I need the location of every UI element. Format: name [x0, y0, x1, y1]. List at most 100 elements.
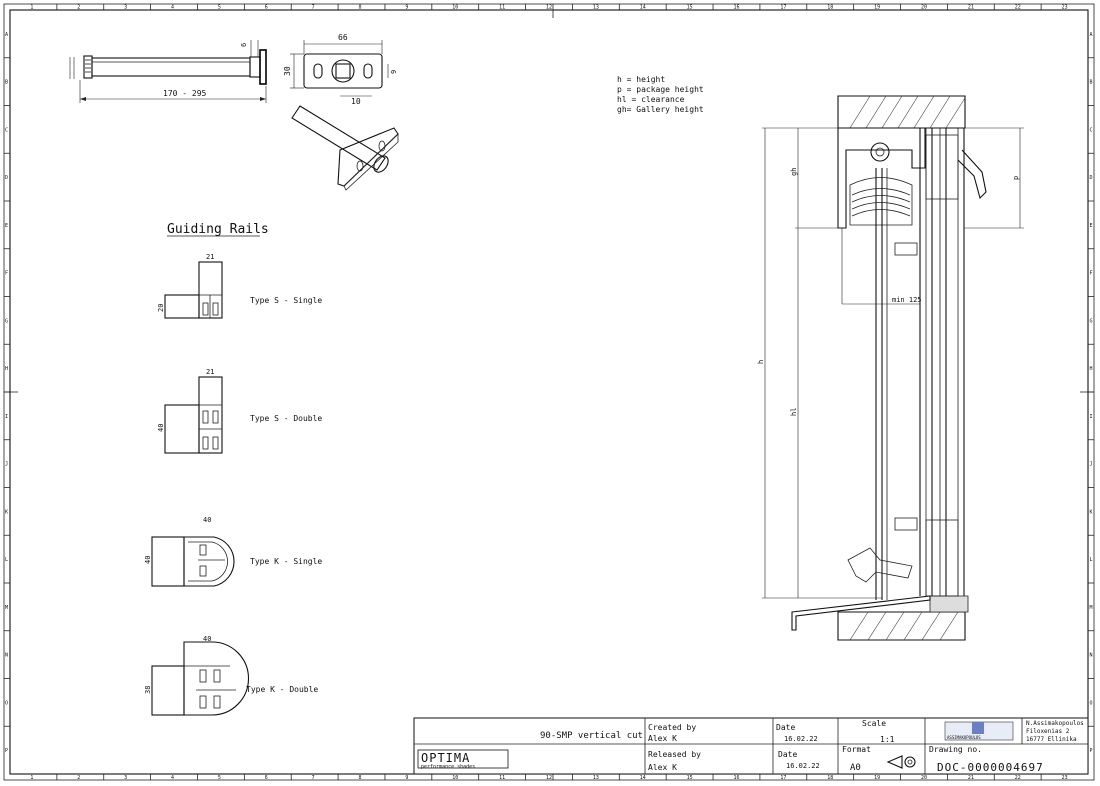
- row-marker-N: N: [5, 653, 8, 659]
- row-marker-L: L: [1090, 557, 1093, 563]
- row-marker-M: M: [5, 605, 8, 611]
- plate-dim-66: 66: [338, 33, 348, 42]
- column-marker-15: 15: [687, 5, 693, 11]
- row-marker-I: I: [1090, 414, 1093, 420]
- rail-s-single-w: 21: [206, 253, 214, 261]
- column-marker-14: 14: [640, 5, 646, 11]
- rail-s-double-w: 21: [206, 368, 214, 376]
- section-dim-min: min 125: [892, 296, 922, 304]
- column-marker-8: 8: [359, 775, 362, 781]
- company-line-3: 16777 Ellinika: [1026, 736, 1077, 743]
- column-marker-23: 23: [1062, 775, 1068, 781]
- column-marker-19: 19: [874, 5, 880, 11]
- column-marker-17: 17: [780, 775, 786, 781]
- bracket-isometric: [291, 105, 399, 191]
- row-marker-C: C: [5, 127, 8, 133]
- column-marker-18: 18: [827, 5, 833, 11]
- bracket-length-dim: 170 - 295: [163, 89, 207, 98]
- row-marker-M: M: [1090, 605, 1093, 611]
- column-marker-13: 13: [593, 775, 599, 781]
- bracket-plate-front: [290, 40, 389, 97]
- legend-h: h = height: [617, 75, 665, 84]
- column-marker-20: 20: [921, 775, 927, 781]
- section-dim-gh: gh: [790, 168, 798, 176]
- plate-dim-10: 10: [351, 97, 361, 106]
- section-dim-hl: hl: [790, 408, 798, 416]
- vertical-section-view: [762, 95, 1024, 641]
- logo-optima: OPTIMA: [421, 751, 470, 765]
- rail-k-double-h: 38: [144, 686, 152, 694]
- column-marker-12: 12: [546, 775, 552, 781]
- column-marker-21: 21: [968, 775, 974, 781]
- column-marker-7: 7: [312, 5, 315, 11]
- bracket-dim-6: 6: [240, 43, 248, 47]
- rail-type-s-single: [164, 261, 223, 319]
- row-marker-D: D: [5, 175, 8, 181]
- column-marker-10: 10: [452, 775, 458, 781]
- company-logo-text: ASSIMAKOPOULOS: [947, 735, 981, 740]
- column-marker-12: 12: [546, 5, 552, 11]
- rail-k-single-w: 40: [203, 516, 211, 524]
- column-marker-9: 9: [405, 5, 408, 11]
- date-value-2: 16.02.22: [786, 762, 820, 770]
- rail-k-double-w: 40: [203, 635, 211, 643]
- legend-p: p = package height: [617, 85, 704, 94]
- column-marker-14: 14: [640, 775, 646, 781]
- row-marker-I: I: [5, 414, 8, 420]
- row-marker-F: F: [1090, 271, 1093, 277]
- column-marker-11: 11: [499, 775, 505, 781]
- date-value-1: 16.02.22: [784, 735, 818, 743]
- bracket-side-view: [69, 40, 267, 103]
- drawing-no-label: Drawing no.: [929, 745, 982, 754]
- column-marker-5: 5: [218, 775, 221, 781]
- row-marker-K: K: [5, 509, 8, 515]
- scale-label: Scale: [862, 719, 886, 728]
- column-marker-15: 15: [687, 775, 693, 781]
- row-marker-L: L: [5, 557, 8, 563]
- column-marker-2: 2: [77, 5, 80, 11]
- row-marker-N: N: [1090, 653, 1093, 659]
- column-zone-markers: 1122334455667788991010111112121313141415…: [30, 4, 1068, 781]
- plate-dim-30: 30: [283, 66, 292, 76]
- rail-s-single-label: Type S - Single: [250, 296, 322, 305]
- date-label-1: Date: [776, 723, 795, 732]
- column-marker-16: 16: [733, 5, 739, 11]
- column-marker-13: 13: [593, 5, 599, 11]
- format-label: Format: [842, 745, 871, 754]
- guiding-rails-title: Guiding Rails: [167, 222, 269, 237]
- title-block: [413, 717, 1089, 775]
- column-marker-7: 7: [312, 775, 315, 781]
- section-dim-p: p: [1012, 176, 1020, 180]
- row-marker-K: K: [1090, 509, 1093, 515]
- column-marker-3: 3: [124, 775, 127, 781]
- row-marker-H: H: [1090, 366, 1093, 372]
- row-marker-O: O: [1090, 700, 1093, 706]
- plate-dim-9: 9: [390, 70, 398, 74]
- row-marker-P: P: [5, 748, 8, 754]
- column-marker-9: 9: [405, 775, 408, 781]
- column-marker-21: 21: [968, 5, 974, 11]
- row-marker-F: F: [5, 271, 8, 277]
- company-line-2: Filoxenias 2: [1026, 728, 1070, 735]
- column-marker-18: 18: [827, 775, 833, 781]
- rail-type-k-single: [151, 536, 235, 587]
- released-by-label: Released by: [648, 750, 701, 759]
- row-marker-A: A: [5, 32, 8, 38]
- created-by-value: Alex K: [648, 734, 677, 743]
- column-marker-3: 3: [124, 5, 127, 11]
- date-label-2: Date: [778, 750, 797, 759]
- column-marker-22: 22: [1015, 5, 1021, 11]
- row-marker-J: J: [5, 462, 8, 468]
- row-marker-B: B: [1090, 80, 1093, 86]
- row-marker-P: P: [1090, 748, 1093, 754]
- row-marker-B: B: [5, 80, 8, 86]
- column-marker-20: 20: [921, 5, 927, 11]
- rail-k-single-label: Type K - Single: [250, 557, 322, 566]
- scale-value: 1:1: [880, 735, 895, 744]
- drawing-frame: [3, 3, 1095, 781]
- column-marker-1: 1: [30, 5, 33, 11]
- company-logo: [944, 721, 1014, 741]
- column-marker-4: 4: [171, 5, 174, 11]
- column-marker-5: 5: [218, 5, 221, 11]
